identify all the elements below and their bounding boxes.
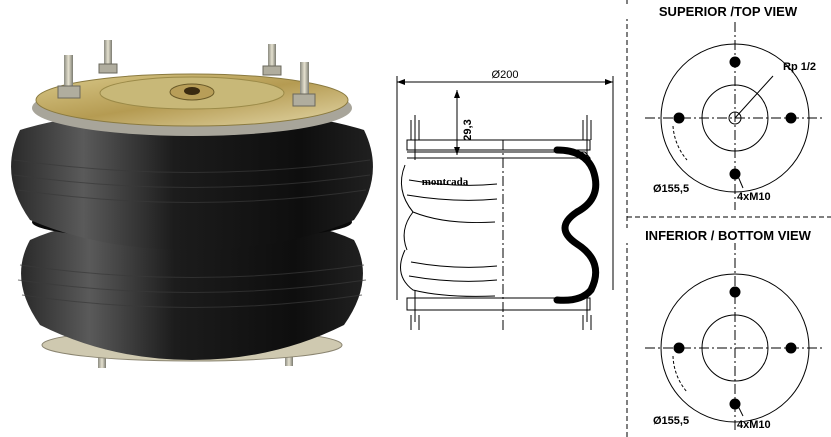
port-circle [728, 111, 742, 125]
bolt-hole [673, 342, 685, 354]
bolt-hole [729, 398, 741, 410]
section-drawing: Ø200 29,3 montcada [385, 0, 625, 437]
top-bolts-label: 4xM10 [737, 191, 771, 203]
diameter-label: Ø200 [492, 69, 519, 81]
bottom-bolt-circle-label: Ø155,5 [653, 415, 689, 427]
bottom-view-drawing [645, 240, 825, 430]
bolt-hole [729, 56, 741, 68]
lower-bellow [21, 215, 363, 360]
top-bolt [57, 55, 81, 99]
upper-bellow [11, 110, 373, 250]
top-bolt [292, 62, 316, 107]
product-photo [0, 0, 385, 437]
views-panel: Rp 1/2 Ø155,5 4xM10 Ø155,5 4xM10 SUPERIO… [625, 0, 831, 437]
views-frame: Rp 1/2 Ø155,5 4xM10 Ø155,5 4xM10 [626, 0, 831, 437]
bolt-hole [673, 112, 685, 124]
bottom-bolts-label: 4xM10 [737, 419, 771, 431]
port-hole [184, 87, 200, 95]
bolt-hole [785, 112, 797, 124]
cross-section-svg: Ø200 29,3 montcada [396, 69, 614, 330]
top-bolt [98, 40, 118, 74]
bolt-hole [785, 342, 797, 354]
bolt-hole [729, 168, 741, 180]
height-label: 29,3 [462, 119, 474, 140]
top-plate-section [406, 139, 591, 151]
port-label: Rp 1/2 [783, 61, 816, 73]
top-view-drawing [645, 22, 825, 210]
bolt-hole [729, 286, 741, 298]
bellow-profile [553, 146, 600, 304]
port-leader [734, 75, 774, 119]
air-spring-photo [11, 40, 373, 368]
top-bolt-circle-label: Ø155,5 [653, 183, 689, 195]
brand-label: montcada [422, 176, 469, 188]
bottom-view-title: INFERIOR / BOTTOM VIEW [625, 228, 831, 243]
bottom-plate-section [406, 297, 591, 311]
top-bolt [262, 44, 282, 76]
top-view-title: SUPERIOR /TOP VIEW [625, 4, 831, 19]
